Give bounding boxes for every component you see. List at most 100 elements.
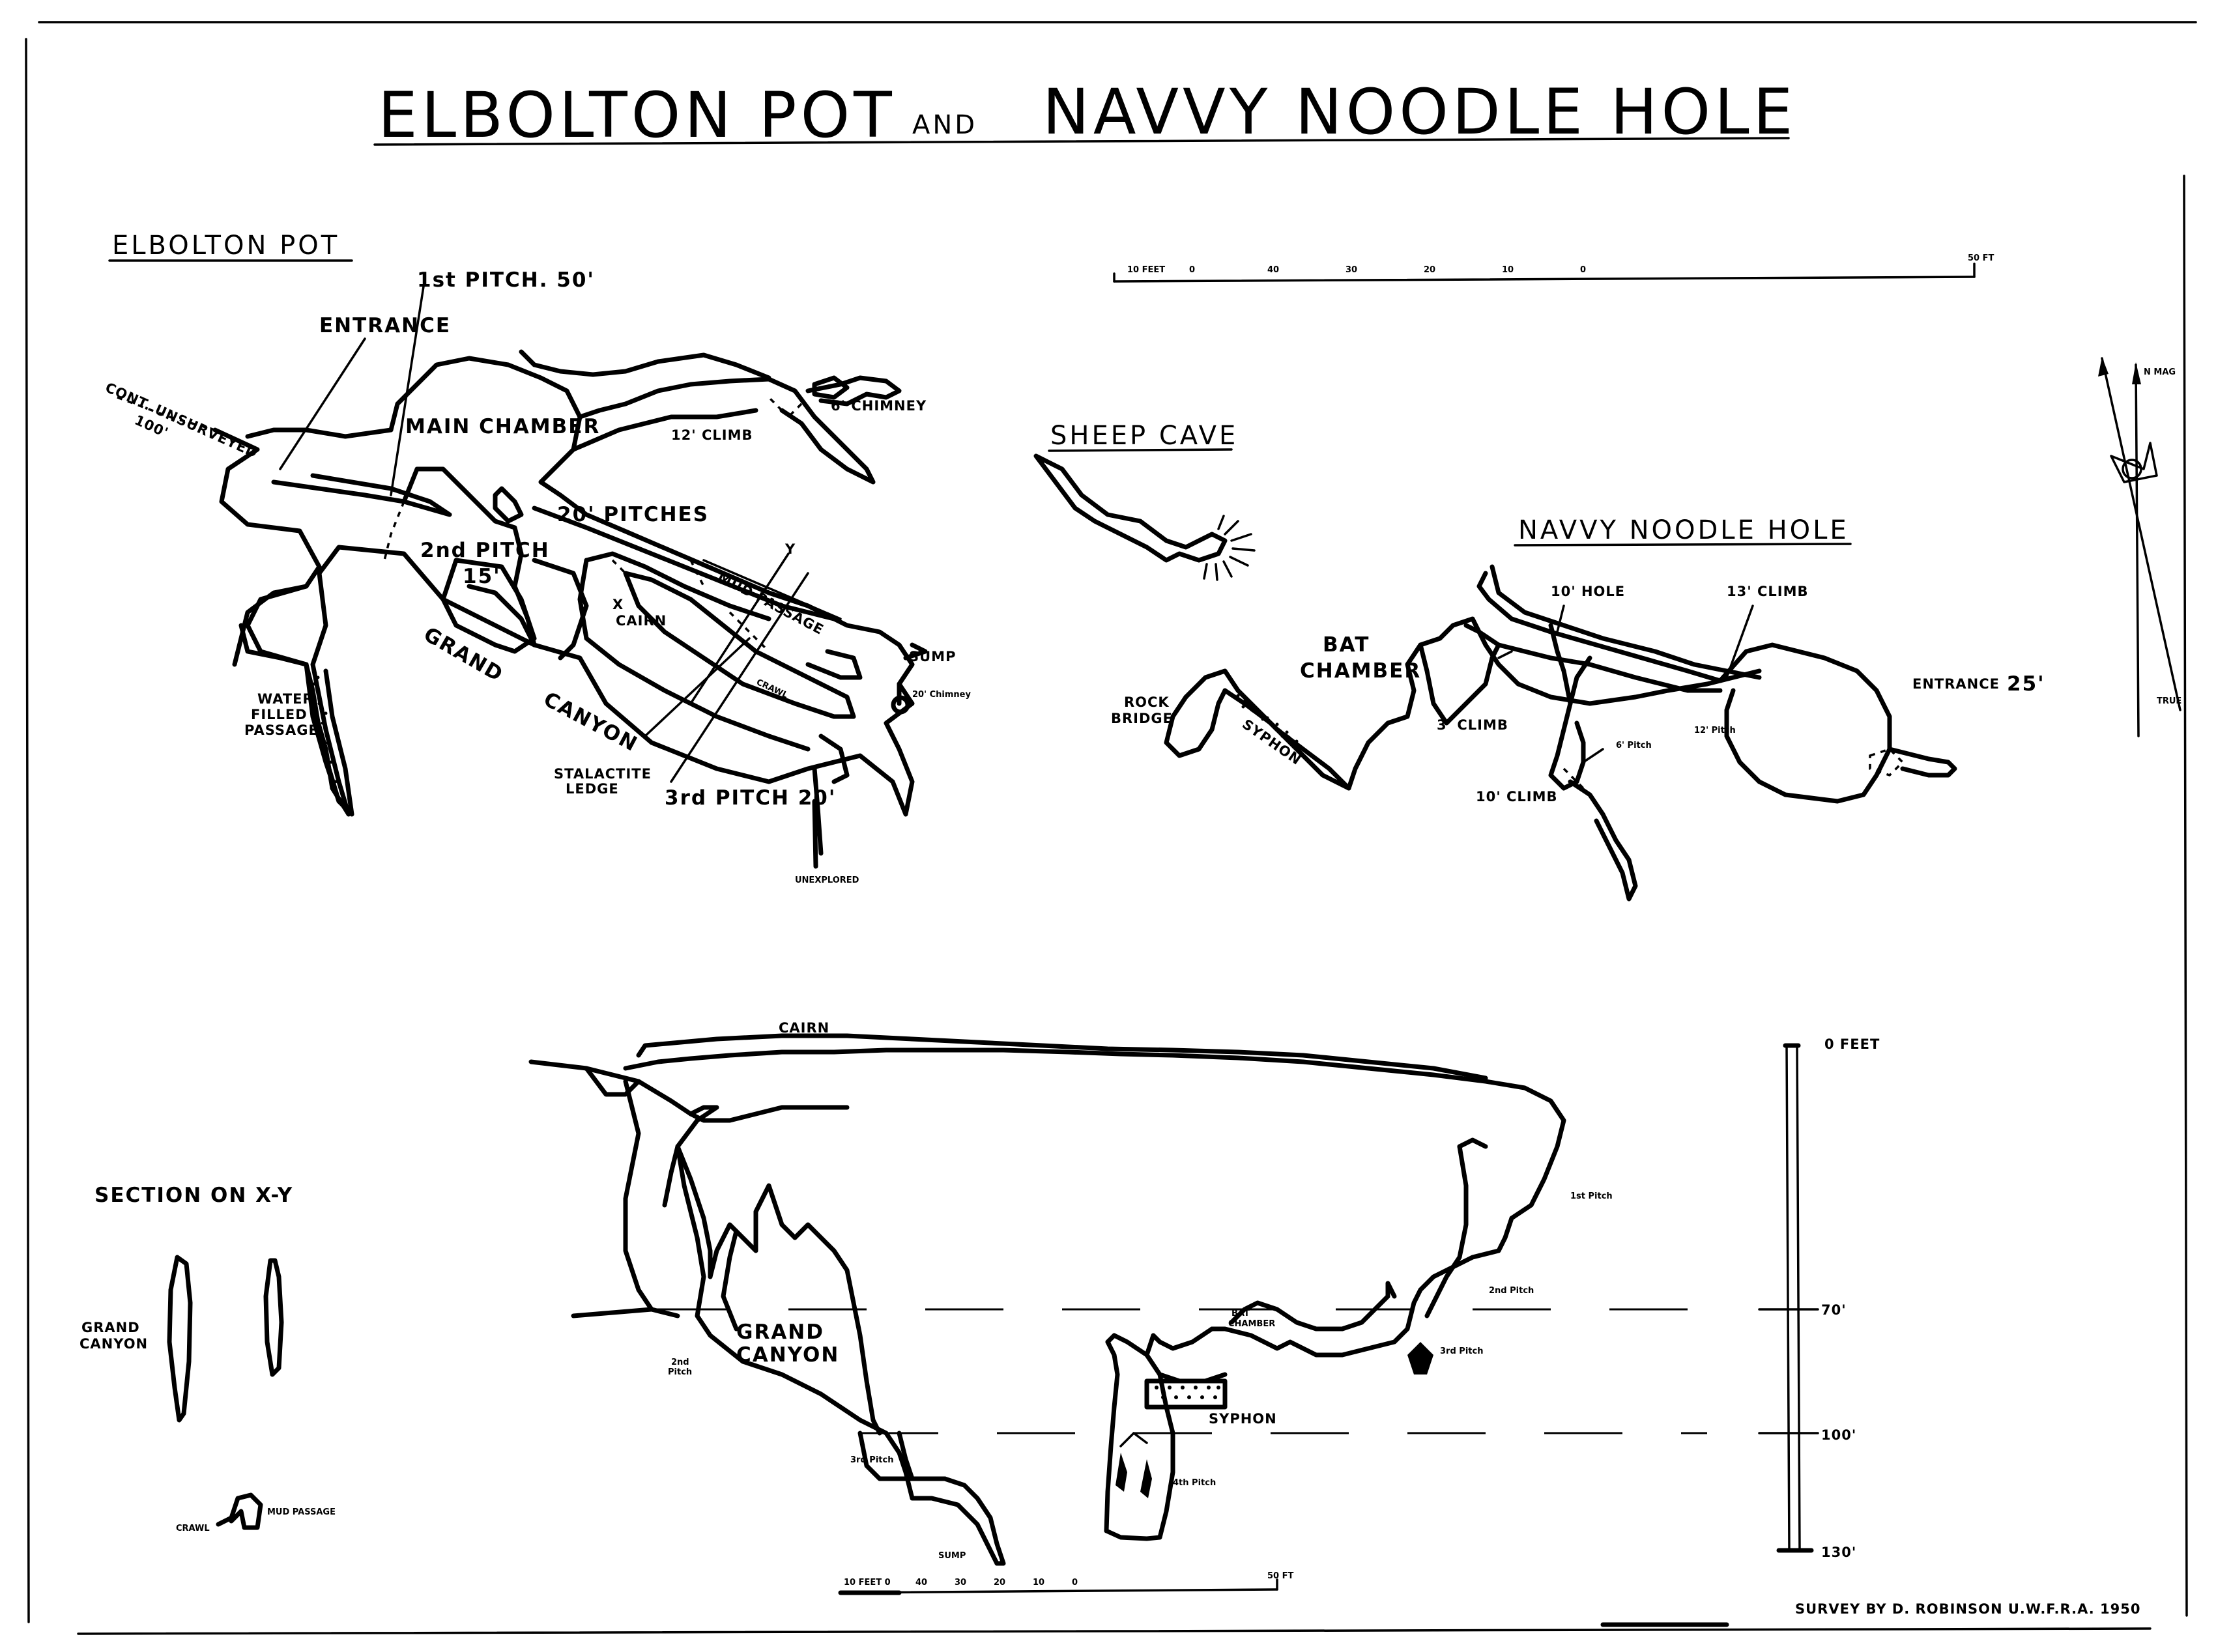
elbolton-dotted-links <box>117 396 770 653</box>
plan-scale-tick-3: 30 <box>1346 265 1357 275</box>
map-title: ELBOLTON POT AND NAVVY NOODLE HOLE <box>373 76 1796 152</box>
label-x-mark: X <box>612 597 624 612</box>
label-12-pitch: 12' Pitch <box>1694 726 1736 735</box>
plan-scale-tick-2: 40 <box>1267 265 1279 275</box>
section-scale-bar: 10 FEET 0 40 30 20 10 0 50 FT <box>838 1571 1293 1595</box>
depth-label-100: 100' <box>1821 1427 1856 1443</box>
navvy-passage-outline <box>1164 564 1957 902</box>
plan-scale-tick-1: 0 <box>1189 265 1195 275</box>
section-label-grand: GRAND <box>736 1320 824 1344</box>
label-ledge: LEDGE <box>566 781 619 797</box>
section-label-3rd-left: 3rd Pitch <box>850 1455 893 1465</box>
label-passage: PASSAGE <box>244 722 319 738</box>
label-10-climb: 10' CLIMB <box>1476 789 1557 805</box>
plan-scale-end: 50 FT <box>1968 253 1994 263</box>
label-20-chimney: 20' Chimney <box>912 690 971 700</box>
label-13-climb: 13' CLIMB <box>1727 584 1808 599</box>
label-2nd-pitch: 2nd PITCH <box>420 539 550 562</box>
water-filled-passage <box>304 662 341 804</box>
section-label-3rd-right: 3rd Pitch <box>1440 1346 1483 1356</box>
section-scale-tick-0: 10 FEET 0 <box>844 1578 891 1588</box>
long-section: CAIRN GRAND CANYON 1st Pitch 2nd Pitch 3… <box>528 1020 1880 1566</box>
label-6-chimney: 6' CHIMNEY <box>831 398 927 414</box>
sump-pool <box>891 695 910 715</box>
section-label-bat: BAT <box>1231 1309 1250 1318</box>
section-label-syphon: SYPHON <box>1209 1411 1277 1427</box>
section-canyon: CANYON <box>79 1336 148 1352</box>
label-10-hole: 10' HOLE <box>1551 584 1625 599</box>
section-xy-heading: SECTION ON X-Y <box>94 1184 293 1207</box>
north-arrow: N MAG TRUE <box>2098 357 2181 737</box>
plan-scale-tick-4: 20 <box>1424 265 1435 275</box>
elbolton-leaders <box>279 285 842 783</box>
label-entrance-nnh: ENTRANCE <box>1912 676 2000 692</box>
label-bat: BAT <box>1323 633 1370 657</box>
label-bridge: BRIDGE <box>1111 711 1173 726</box>
depth-scale: 0 FEET 70' 100' 130' <box>1758 1036 1880 1560</box>
sheep-cave-heading: SHEEP CAVE <box>1050 421 1238 451</box>
section-label-4th: 4th Pitch <box>1173 1478 1216 1488</box>
section-mud-passage: MUD PASSAGE <box>267 1507 336 1517</box>
section-xy-inset: SECTION ON X-Y GRAND CANYON CRAWL MUD PA… <box>79 1184 336 1533</box>
title-and: AND <box>912 110 977 140</box>
plan-scale-tick-0: 10 FEET <box>1127 265 1165 275</box>
plan-scale-tick-6: 0 <box>1580 265 1586 275</box>
label-cairn: CAIRN <box>616 613 667 629</box>
long-section-outline <box>528 1033 1566 1566</box>
syphon-stipple <box>1236 694 1299 743</box>
section-label-sump: SUMP <box>938 1551 966 1561</box>
section-grand: GRAND <box>81 1320 140 1335</box>
label-2nd-pitch-depth: 15' <box>463 565 501 588</box>
label-entrance: ENTRANCE <box>319 314 451 337</box>
section-scale-tick-3: 20 <box>994 1578 1005 1588</box>
label-first-pitch: 1st PITCH. 50' <box>417 268 595 292</box>
sheet-border <box>25 21 2197 1635</box>
label-sump: SUMP <box>909 649 956 664</box>
section-scale-tick-4: 10 <box>1033 1578 1044 1588</box>
plan-scale-tick-5: 10 <box>1502 265 1514 275</box>
plan-scale-bar: 10 FEET 0 40 30 20 10 0 50 FT <box>1113 253 1994 283</box>
chimney-features <box>768 375 850 418</box>
label-6-pitch: 6' Pitch <box>1616 741 1652 750</box>
label-grand: GRAND <box>420 623 508 687</box>
section-label-2nd-a: 2nd <box>671 1358 689 1367</box>
navvy-noodle-plan: NAVVY NOODLE HOLE <box>1111 515 2045 902</box>
label-entrance-depth: 25' <box>2007 672 2045 696</box>
label-main-chamber: MAIN CHAMBER <box>405 415 600 438</box>
navvy-leaders <box>1497 605 1754 763</box>
label-water: WATER <box>257 691 314 707</box>
section-scale-tick-2: 30 <box>955 1578 966 1588</box>
elbolton-heading: ELBOLTON POT <box>112 231 339 261</box>
label-3-climb: 3' CLIMB <box>1437 717 1508 733</box>
sheep-cave-plan: SHEEP CAVE <box>1033 421 1256 581</box>
section-label-chamber: CHAMBER <box>1228 1319 1275 1329</box>
label-12-climb: 12' CLIMB <box>671 427 753 443</box>
section-label-1st-pitch: 1st Pitch <box>1570 1191 1613 1201</box>
label-stalactite: STALACTITE <box>554 766 652 782</box>
elbolton-pot-plan: ELBOLTON POT <box>103 231 971 885</box>
label-y-mark: Y <box>784 541 796 557</box>
section-scale-tick-1: 40 <box>915 1578 927 1588</box>
section-label-cairn: CAIRN <box>779 1020 829 1036</box>
section-label-2nd-b: Pitch <box>668 1367 692 1377</box>
sheep-cave-entrance-mark <box>1203 515 1256 581</box>
label-cont-unsurveyed: CONT. UNSURVEYED <box>103 380 261 461</box>
section-label-canyon: CANYON <box>736 1343 839 1367</box>
label-20-pitches: 20' PITCHES <box>557 503 709 526</box>
title-navvy: NAVVY NOODLE HOLE <box>1043 76 1796 149</box>
section-scale-tick-5: 0 <box>1072 1578 1078 1588</box>
navvy-dotted <box>1237 690 1905 790</box>
label-filled: FILLED <box>251 707 308 722</box>
section-label-2nd-right: 2nd Pitch <box>1489 1286 1534 1296</box>
depth-label-130: 130' <box>1821 1545 1856 1560</box>
label-unexplored: UNEXPLORED <box>795 876 859 885</box>
elbolton-passage-outline <box>212 349 928 869</box>
depth-label-0: 0 FEET <box>1824 1036 1880 1052</box>
label-3rd-pitch: 3rd PITCH 20' <box>665 786 836 810</box>
label-rock: ROCK <box>1124 694 1170 710</box>
navvy-heading: NAVVY NOODLE HOLE <box>1518 515 1849 545</box>
depth-levels <box>652 1308 1707 1434</box>
depth-label-70: 70' <box>1821 1302 1847 1318</box>
section-scale-end: 50 FT <box>1267 1571 1293 1581</box>
